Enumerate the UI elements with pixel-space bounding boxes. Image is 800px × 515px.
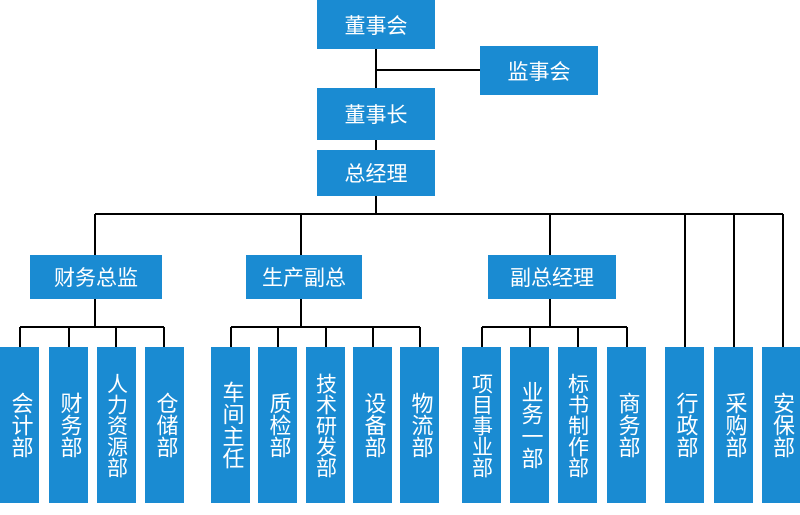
dept-warehouse: 仓储部 [145,347,184,503]
deputy-gm-box: 副总经理 [488,255,616,299]
dept-logistics: 物流部 [400,347,439,503]
dept-security: 安保部 [762,347,800,503]
finance-director-box: 财务总监 [30,255,162,299]
dept-purchasing: 采购部 [714,347,753,503]
dept-equipment: 设备部 [353,347,392,503]
dept-admin: 行政部 [665,347,704,503]
supervisors-box: 监事会 [480,46,598,95]
production-vp-box: 生产副总 [246,255,362,299]
chairman-box: 董事长 [317,88,435,140]
dept-quality: 质检部 [258,347,297,503]
dept-accounting: 会计部 [0,347,39,503]
dept-workshop: 车间主任 [211,347,250,503]
dept-business1: 业务一部 [510,347,549,503]
dept-finance: 财务部 [49,347,88,503]
dept-rnd: 技术研发部 [306,347,345,503]
dept-projects: 项目事业部 [462,347,501,503]
board-box: 董事会 [317,0,435,49]
dept-bidding: 标书制作部 [558,347,597,503]
general-manager-box: 总经理 [317,150,435,196]
dept-hr: 人力资源部 [97,347,136,503]
dept-commerce: 商务部 [607,347,646,503]
